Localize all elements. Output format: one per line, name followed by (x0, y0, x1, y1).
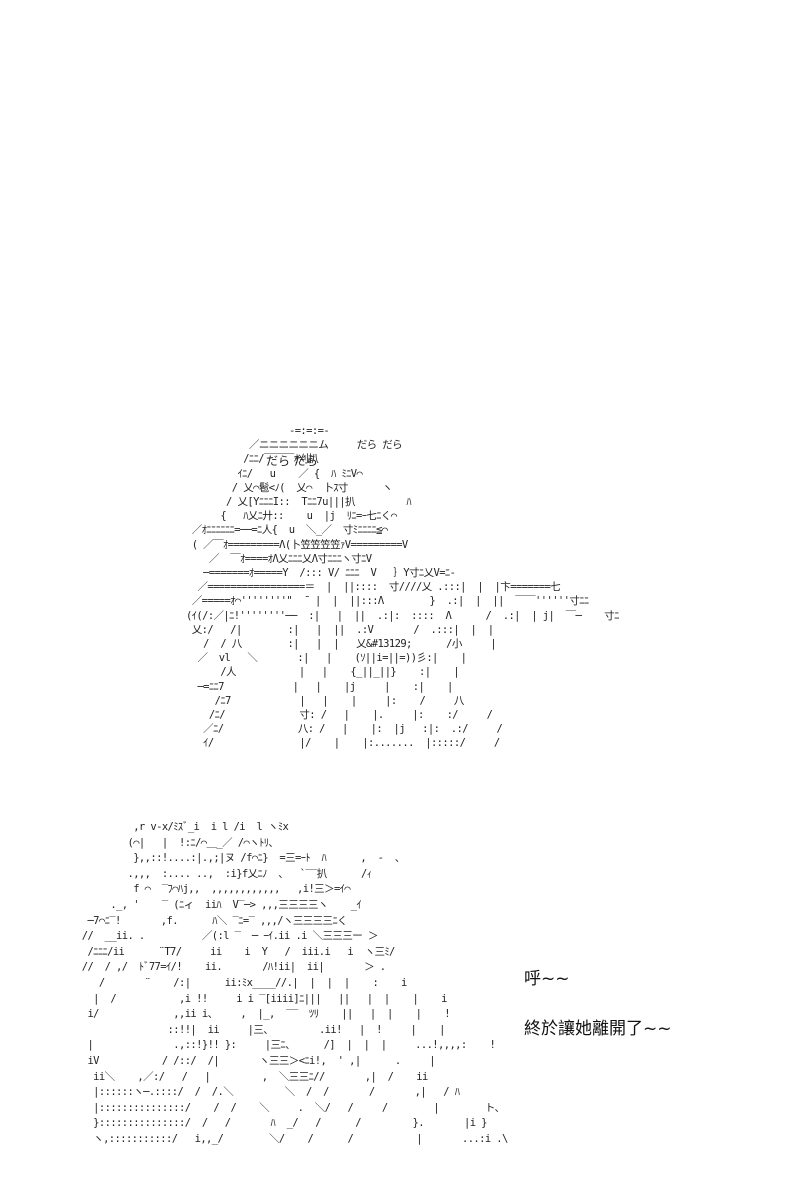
dialogue-line-relief: 終於讓她離開了~~ (524, 1019, 672, 1039)
top-manga-panel: -=:=:=- ／ニニニニニニム だら だら /ﾆﾆ/￣￣￣ｵ刈扒 ｲﾆ/ u … (186, 425, 619, 750)
bottom-manga-panel: ,r v-x/ﾐｽﾞ_i i l /i l ヽﾐx (⌒| | !:ﾆ/⌒＿_／… (0, 780, 800, 1200)
ascii-art-character-sweating: -=:=:=- ／ニニニニニニム だら だら /ﾆﾆ/￣￣￣ｵ刈扒 ｲﾆ/ u … (186, 425, 619, 750)
dialogue-line-sigh: 呼~~ (524, 969, 570, 989)
ascii-art-character-sighing: ,r v-x/ﾐｽﾞ_i i l /i l ヽﾐx (⌒| | !:ﾆ/⌒＿_／… (81, 821, 509, 1145)
sound-effect-left: だら だら (266, 454, 318, 468)
